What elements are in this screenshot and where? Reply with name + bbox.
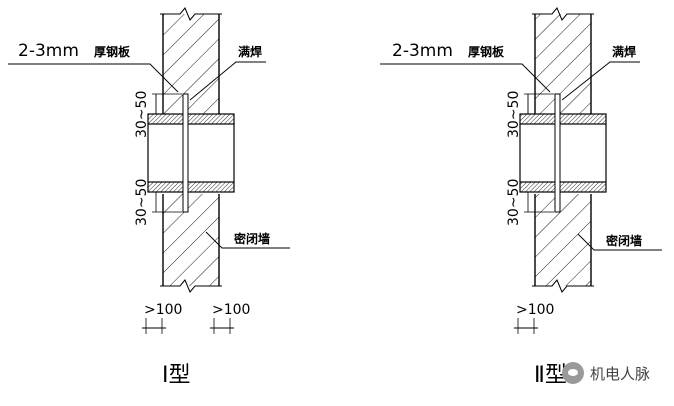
sleeve-pipe <box>519 113 607 193</box>
dimension-top: 30~50 <box>506 91 522 138</box>
dimension-bottom: 30~50 <box>134 179 150 226</box>
weld-label: 满焊 <box>612 44 636 59</box>
wall-label: 密闭墙 <box>234 231 270 246</box>
sleeve-pipe <box>147 113 235 193</box>
wall-leader <box>577 233 662 251</box>
wall-upper <box>535 14 591 114</box>
thickness-label: 2-3mm <box>392 41 453 61</box>
dimension-top: 30~50 <box>134 91 150 138</box>
type-label: Ⅰ型 <box>162 363 191 388</box>
plate-leader <box>380 63 551 93</box>
wall-leader <box>205 231 290 249</box>
type-2-detail: 2-3mm 厚钢板 满焊 密闭墙 30~50 30~50 >100 Ⅱ型 <box>380 7 662 388</box>
plate-leader <box>8 63 179 93</box>
dimension-left: >100 <box>144 302 182 318</box>
weld-leader <box>561 61 640 101</box>
weld-label: 满焊 <box>238 44 262 59</box>
dimension-left: >100 <box>516 302 554 318</box>
steel-plate <box>182 93 189 213</box>
dimension-bottom: 30~50 <box>506 179 522 226</box>
type-label: Ⅱ型 <box>534 363 567 388</box>
wall-lower <box>163 194 219 286</box>
wall-lower <box>535 194 591 286</box>
wechat-icon <box>562 362 584 384</box>
thickness-label: 2-3mm <box>18 41 79 61</box>
weld-leader <box>189 61 266 101</box>
dimension-right: >100 <box>212 302 250 318</box>
wall-upper <box>163 14 219 114</box>
watermark: 机电人脉 <box>562 362 650 384</box>
wall-label: 密闭墙 <box>606 233 642 248</box>
plate-label: 厚钢板 <box>468 44 505 59</box>
plate-label: 厚钢板 <box>94 44 131 59</box>
type-1-detail: 2-3mm 厚钢板 满焊 密闭墙 30~50 30~50 >100 >100 Ⅰ… <box>8 7 290 388</box>
steel-plate <box>554 93 561 213</box>
watermark-text: 机电人脉 <box>590 364 651 383</box>
